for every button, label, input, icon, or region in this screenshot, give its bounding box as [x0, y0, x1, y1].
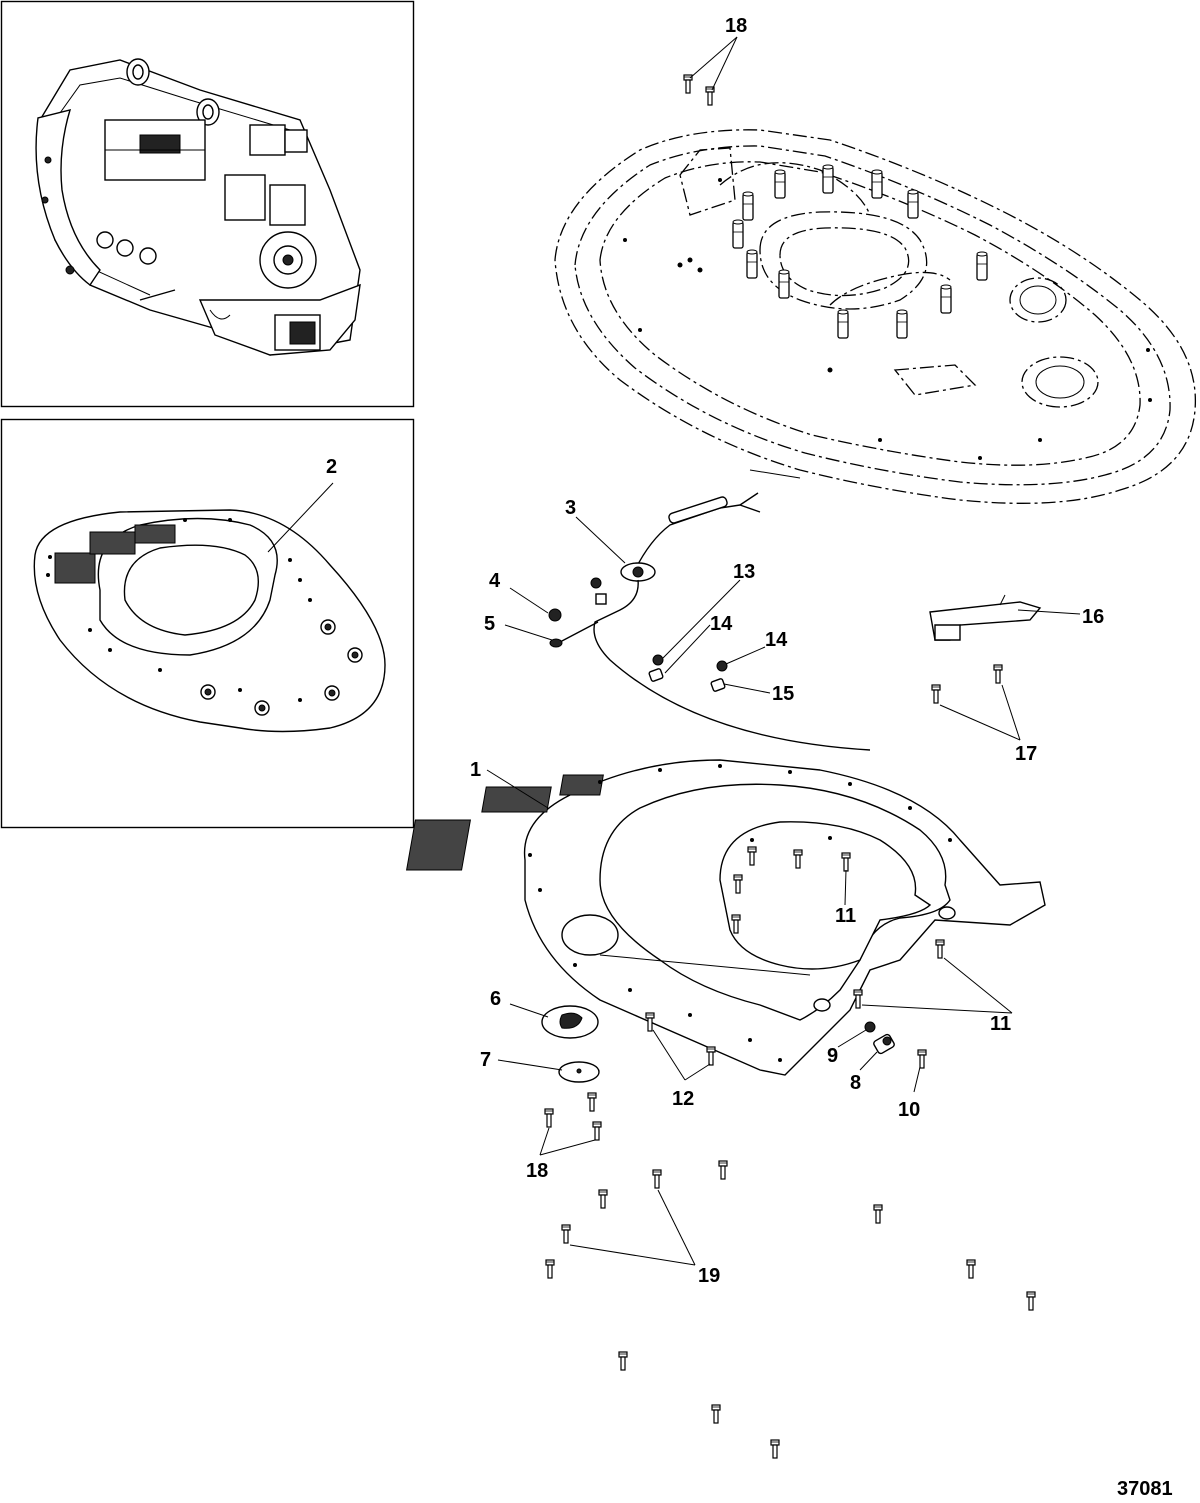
callout-13b: 14	[765, 629, 788, 651]
callout-1: 1	[470, 759, 481, 781]
adapter-plate-main	[406, 759, 1046, 1076]
fastener-parts	[548, 577, 728, 692]
transmission-illustration	[35, 58, 361, 356]
callout-5: 5	[484, 613, 495, 635]
flywheel-housing-outline	[554, 129, 1197, 504]
callout-14b: 15	[772, 683, 794, 705]
callout-7: 7	[480, 1049, 491, 1071]
callout-16: 17	[1015, 743, 1037, 765]
callout-10: 10	[898, 1099, 920, 1121]
callout-11a: 11	[835, 905, 856, 927]
callout-17: 18	[725, 15, 747, 37]
adapter-plate-inset	[0, 418, 415, 829]
callout-11b: 11	[990, 1013, 1011, 1035]
callout-4: 4	[489, 570, 501, 592]
figure-number: 37081	[1117, 1478, 1173, 1500]
lower-bolts	[544, 1108, 1036, 1459]
housing-studs	[732, 164, 988, 339]
adapter-plate-illustration	[33, 482, 386, 733]
callout-9: 9	[827, 1045, 838, 1067]
sensor-fittings	[864, 1021, 927, 1069]
callout-8: 8	[850, 1072, 861, 1094]
speed-sensor-harness	[549, 492, 871, 751]
callout-labels: 18 2 3 4 5 13 14 14 15 16 17 1 11 6 11 9…	[326, 15, 1173, 1500]
callout-18: 18	[526, 1160, 548, 1182]
callout-15: 16	[1082, 606, 1104, 628]
callout-14a: 14	[710, 613, 733, 635]
callout-19: 19	[698, 1265, 720, 1287]
bracket-bolts	[931, 664, 1003, 704]
callout-12: 12	[672, 1088, 694, 1110]
callout-3: 3	[565, 497, 576, 519]
callout-13a: 13	[733, 561, 755, 583]
access-cover-and-plug	[541, 1005, 600, 1112]
callout-6: 6	[490, 988, 501, 1010]
callout-2: 2	[326, 456, 337, 478]
bracket-part	[929, 594, 1042, 641]
leader-lines	[486, 36, 1081, 1266]
transmission-overview-inset	[0, 0, 415, 408]
top-bolts	[683, 74, 715, 106]
